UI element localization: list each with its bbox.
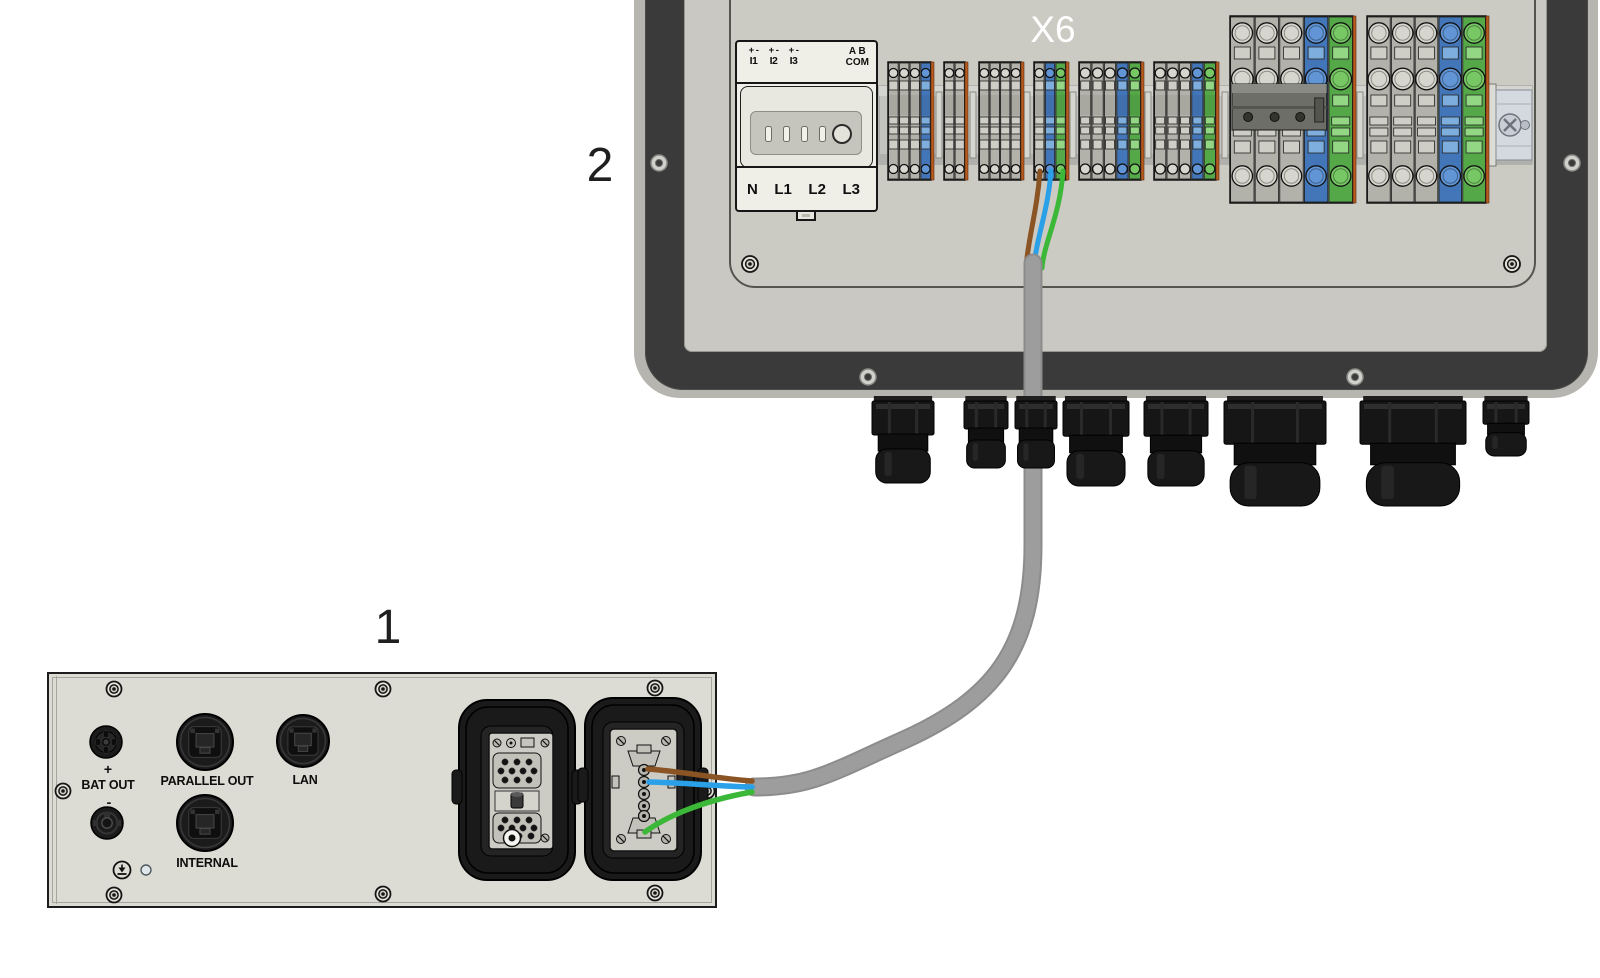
meter-polarity-label: + - (788, 45, 799, 56)
energy-meter: + - + - + - I1 I2 I3 A B COM N L1 L2 L3 (735, 40, 878, 212)
meter-polarity-label: + - (748, 45, 759, 56)
meter-bus-com-label: COM (845, 57, 869, 68)
meter-channel-label: I2 (769, 55, 778, 67)
meter-phase-terminals: N L1 L2 L3 (737, 166, 876, 210)
callout-1: 1 (374, 601, 402, 654)
meter-led-row (765, 126, 826, 142)
meter-led (801, 126, 808, 142)
callout-2: 2 (586, 139, 614, 192)
meter-channel-label: I1 (749, 55, 758, 67)
cable-gland (1143, 396, 1209, 487)
meter-phase-label: L1 (774, 181, 792, 198)
panel-side-line (56, 676, 57, 904)
bat-out-label: BAT OUT (81, 778, 135, 792)
cable-gland (1223, 396, 1327, 507)
cable-gland (871, 396, 935, 484)
cable-gland (963, 396, 1009, 469)
cable-gland (1062, 396, 1130, 487)
meter-phase-label: L2 (808, 181, 826, 198)
parallel-out-label: PARALLEL OUT (160, 774, 254, 788)
device-rear-panel: + BAT OUT - PARALLEL OUT LAN INTERNAL (47, 672, 717, 908)
meter-terminal-labels: + - + - + - I1 I2 I3 A B COM (737, 42, 876, 84)
bat-out-minus-label: - (106, 794, 112, 810)
meter-polarity-label: + - (768, 45, 779, 56)
meter-button (832, 124, 852, 144)
cable-gland (1482, 396, 1530, 457)
meter-led (783, 126, 790, 142)
bat-out-plus-label: + (103, 761, 113, 777)
meter-ct-channel-row: I1 I2 I3 (746, 55, 801, 67)
meter-channel-label: I3 (789, 55, 798, 67)
meter-bus-ab-label: A B (848, 46, 866, 57)
lan-label: LAN (292, 773, 318, 787)
meter-din-clip (796, 210, 816, 221)
cable-gland (1014, 396, 1058, 469)
panel-inner-line (52, 677, 712, 903)
meter-led (765, 126, 772, 142)
cable-gland (1359, 396, 1467, 507)
meter-screen (750, 111, 862, 155)
meter-display-area (740, 86, 873, 168)
meter-phase-row: N L1 L2 L3 (747, 181, 860, 198)
terminal-group-label: X6 (1030, 9, 1076, 50)
meter-ct-polarity-row: + - + - + - (746, 46, 801, 56)
meter-led (819, 126, 826, 142)
internal-label: INTERNAL (176, 856, 238, 870)
meter-phase-label: L3 (842, 181, 860, 198)
meter-phase-label: N (747, 181, 758, 198)
